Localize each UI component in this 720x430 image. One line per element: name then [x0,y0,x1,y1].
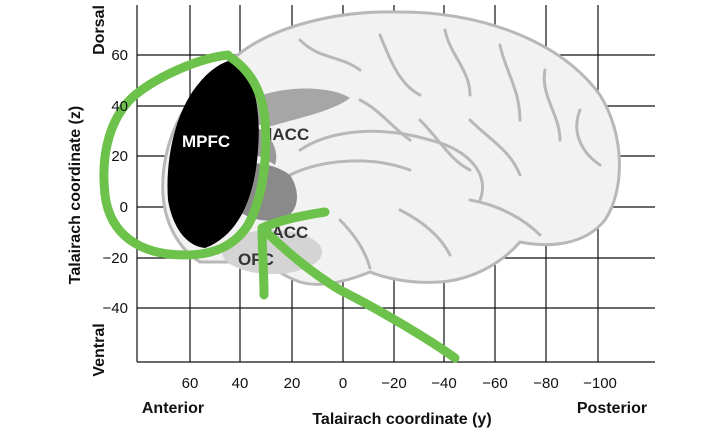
anterior-label: Anterior [142,400,204,417]
x-axis-label: Talairach coordinate (y) [312,411,491,428]
y-tick-minus20: −20 [103,250,128,267]
y-tick-0: 0 [120,199,128,216]
mpfc-region [167,60,259,248]
x-tick-40: 40 [232,375,249,392]
dacc-region [249,88,350,127]
x-tick-minus20: −20 [381,375,406,392]
x-tick-minus40: −40 [431,375,456,392]
dorsal-label: Dorsal [91,5,108,55]
mpfc-label: MPFC [182,132,230,151]
y-tick-minus40: −40 [103,300,128,317]
y-tick-20: 20 [111,148,128,165]
y-tick-60: 60 [111,47,128,64]
y-axis-label: Talairach coordinate (z) [67,106,84,284]
ofc-label: OFC [238,250,274,269]
ventral-label: Ventral [91,323,108,376]
x-tick-minus100: −100 [583,375,617,392]
x-tick-0: 0 [339,375,347,392]
x-tick-minus60: −60 [482,375,507,392]
dacc-label: dACC [262,125,309,144]
annotation-circle [99,50,271,260]
posterior-label: Posterior [577,400,647,417]
x-tick-60: 60 [182,375,199,392]
x-tick-minus80: −80 [533,375,558,392]
brain-sulci [288,28,602,270]
y-tick-40: 40 [111,98,128,115]
x-tick-20: 20 [284,375,301,392]
annotation-arrow [257,207,460,363]
